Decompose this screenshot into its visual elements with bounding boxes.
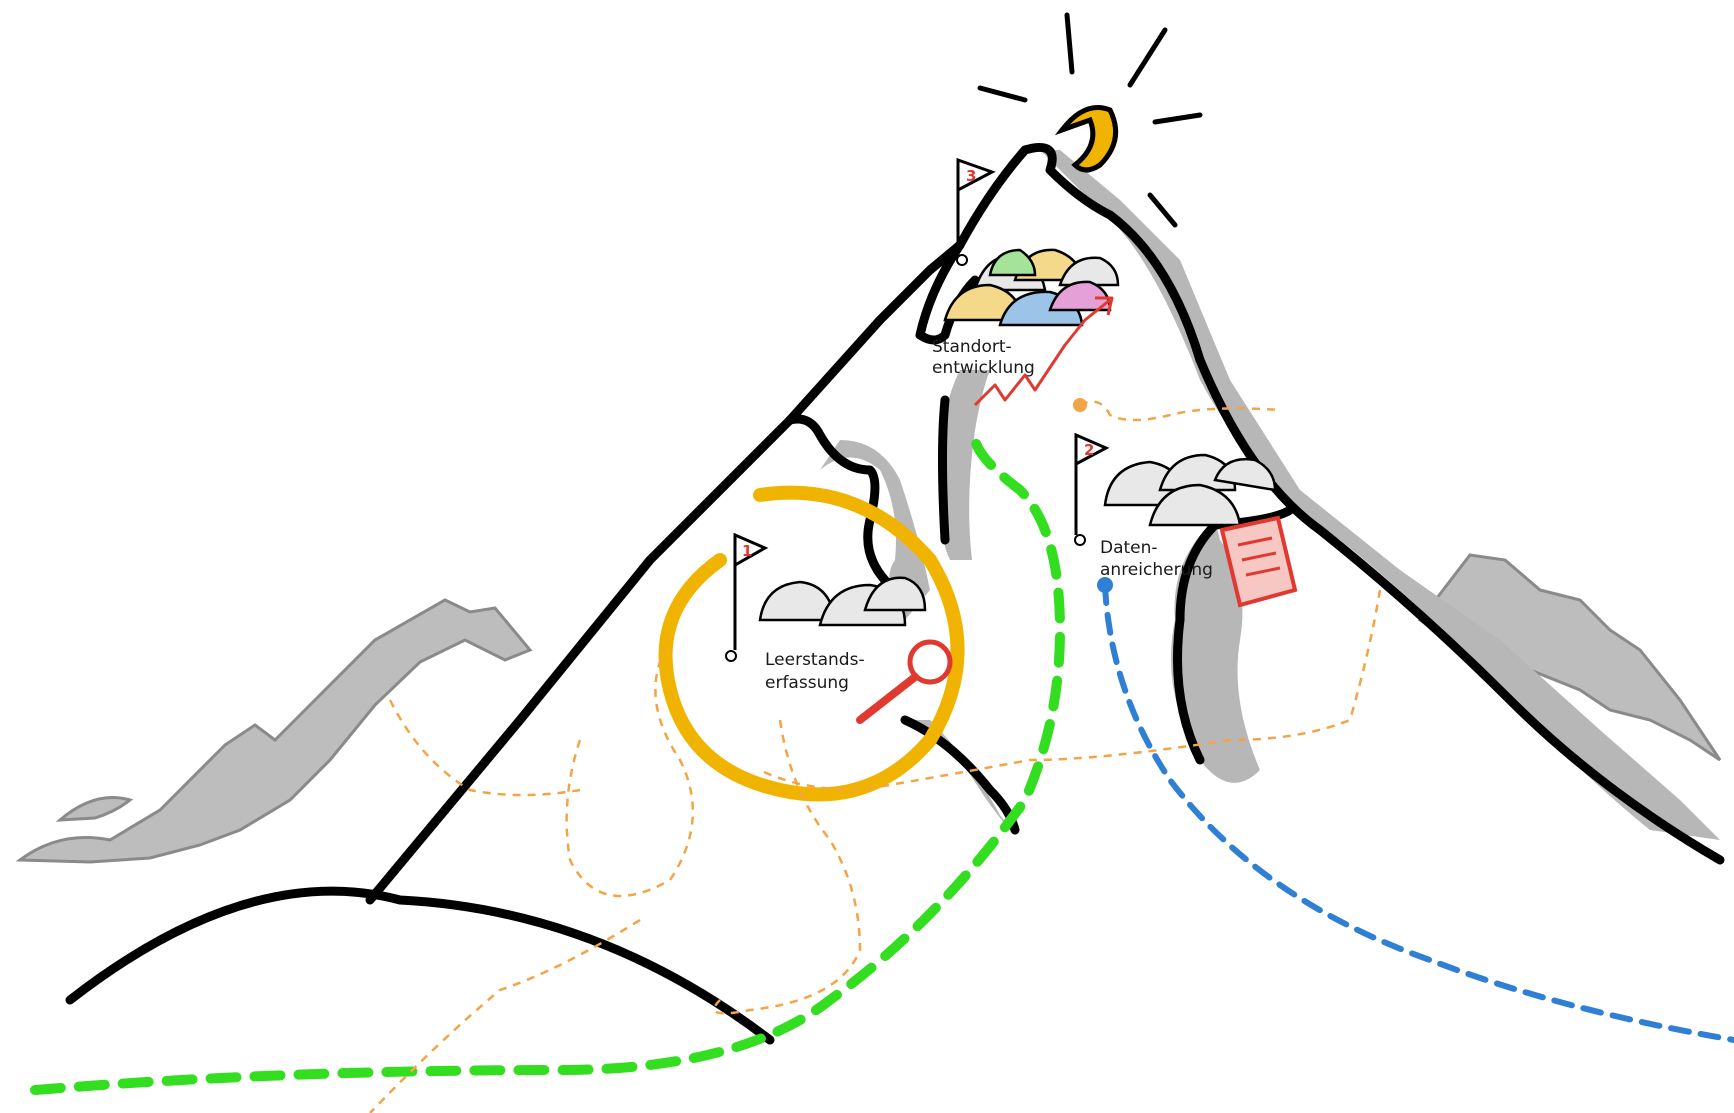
flag-icon: 2 xyxy=(1075,435,1106,545)
flag-number: 2 xyxy=(1084,441,1094,459)
station-label-line2: erfassung xyxy=(765,673,849,693)
station-label-line1: Leerstands- xyxy=(765,650,865,670)
station-label-line2: anreicherung xyxy=(1100,560,1213,580)
orange-path-start xyxy=(1073,398,1087,412)
foreground-hill xyxy=(70,891,770,1040)
flag-number: 3 xyxy=(966,167,976,185)
station-label-line1: Daten- xyxy=(1100,538,1158,558)
station-label-line1: Standort- xyxy=(932,337,1012,357)
tent-cluster-icon xyxy=(1105,455,1275,525)
tent-cluster-icon xyxy=(760,578,925,625)
highlight-ring xyxy=(666,493,958,795)
flag-number: 1 xyxy=(742,542,752,560)
magnifier-icon xyxy=(860,642,950,720)
station-label-line2: entwicklung xyxy=(932,358,1035,378)
flag-icon: 1 xyxy=(726,535,765,661)
